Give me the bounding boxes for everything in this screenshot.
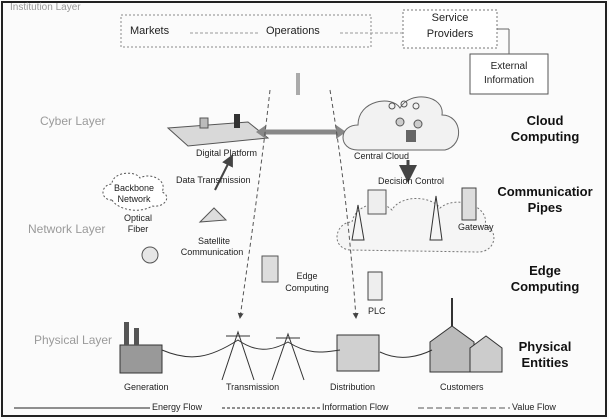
comm-tower-1 xyxy=(429,195,443,241)
customer-house-2 xyxy=(469,335,503,373)
satellite-label-2: Communication xyxy=(180,247,244,257)
comm-tower-2 xyxy=(351,204,365,241)
cloud-computing-label-1: Cloud xyxy=(526,113,564,128)
legend-energy-flow: Energy Flow xyxy=(152,402,203,412)
info-flow-right xyxy=(329,89,359,319)
service-providers-box xyxy=(402,9,498,49)
cloud-server xyxy=(406,130,416,142)
edge-computing-node-label-1: Edge xyxy=(296,271,318,281)
external-information-box xyxy=(469,53,549,95)
markets-box: Markets xyxy=(130,25,170,37)
cloud-node-4 xyxy=(395,117,405,127)
institution-layer-label: Institution Layer xyxy=(10,2,81,13)
digital-platform-label: Digital Platform xyxy=(196,148,258,158)
transmission-tower-2 xyxy=(271,332,305,381)
backbone-label-2: Network xyxy=(117,194,151,204)
physical-entities-label-1: Physical xyxy=(518,339,572,354)
backbone-label-1: Backbone xyxy=(114,183,155,193)
satellite-dish xyxy=(198,207,228,223)
distribution-label: Distribution xyxy=(330,382,376,392)
external-info-label-1: External xyxy=(490,61,528,72)
gateway-label: Gateway xyxy=(458,222,494,232)
transmission-label: Transmission xyxy=(226,382,280,392)
cloud-node-2 xyxy=(400,100,408,108)
distribution-cabinet xyxy=(336,334,380,372)
legend-value-flow: Value Flow xyxy=(512,402,556,412)
communication-pipes-label-2: Pipes xyxy=(527,200,563,215)
data-transmission-label: Data Transmission xyxy=(176,175,251,185)
cloud-node-3 xyxy=(412,102,420,110)
cloud-node-1 xyxy=(388,102,396,110)
external-info-label-2: Information xyxy=(483,75,535,86)
power-line-1 xyxy=(161,339,341,358)
plant-chimney-2 xyxy=(134,328,139,345)
plc-label: PLC xyxy=(368,306,386,316)
server-unit-1 xyxy=(367,189,387,215)
physical-layer-label: Physical Layer xyxy=(34,333,113,347)
service-providers-label-1: Service xyxy=(431,12,469,24)
service-providers-label-2: Providers xyxy=(426,28,474,40)
platform-block-1 xyxy=(199,117,209,129)
platform-block-2 xyxy=(234,114,240,128)
router-device xyxy=(141,246,159,264)
legend-information-flow: Information Flow xyxy=(322,402,389,412)
arrow-head-right xyxy=(336,125,346,139)
generation-label: Generation xyxy=(124,382,169,392)
digital-platform-shape xyxy=(166,121,270,147)
operations-box: Operations xyxy=(266,25,320,37)
power-line-2 xyxy=(379,349,433,358)
edge-computing-node-label-2: Computing xyxy=(285,283,329,293)
gateway-server xyxy=(461,187,477,221)
cloud-computing-label-2: Computing xyxy=(510,129,580,144)
transmission-tower-1 xyxy=(221,330,255,381)
central-cloud-label: Central Cloud xyxy=(354,151,410,161)
cloud-node-5 xyxy=(413,119,423,129)
edge-computing-server xyxy=(261,255,279,283)
edge-computing-label-1: Edge xyxy=(529,263,561,278)
network-layer-label: Network Layer xyxy=(28,222,106,236)
communication-pipes-label-1: Communicatior xyxy=(497,184,593,199)
generation-plant xyxy=(119,344,163,374)
plant-chimney-1 xyxy=(124,322,129,345)
decision-control-label: Decision Control xyxy=(378,176,445,186)
arrow-head-left xyxy=(256,125,266,139)
optical-fiber-label-2: Fiber xyxy=(127,224,149,234)
physical-entities-label-2: Entities xyxy=(521,355,569,370)
satellite-label-1: Satellite xyxy=(197,236,231,246)
customers-label: Customers xyxy=(440,382,484,392)
info-flow-left xyxy=(237,89,271,319)
customer-house-1 xyxy=(429,325,475,373)
institution-frame xyxy=(120,14,372,48)
backbone-network-cloud xyxy=(102,172,168,211)
cyber-layer-label: Cyber Layer xyxy=(40,114,106,128)
optical-fiber-label-1: Optical xyxy=(123,213,152,223)
plc-device xyxy=(367,271,383,301)
edge-computing-label-2: Computing xyxy=(510,279,580,294)
data-transmission-arrow xyxy=(214,154,233,191)
